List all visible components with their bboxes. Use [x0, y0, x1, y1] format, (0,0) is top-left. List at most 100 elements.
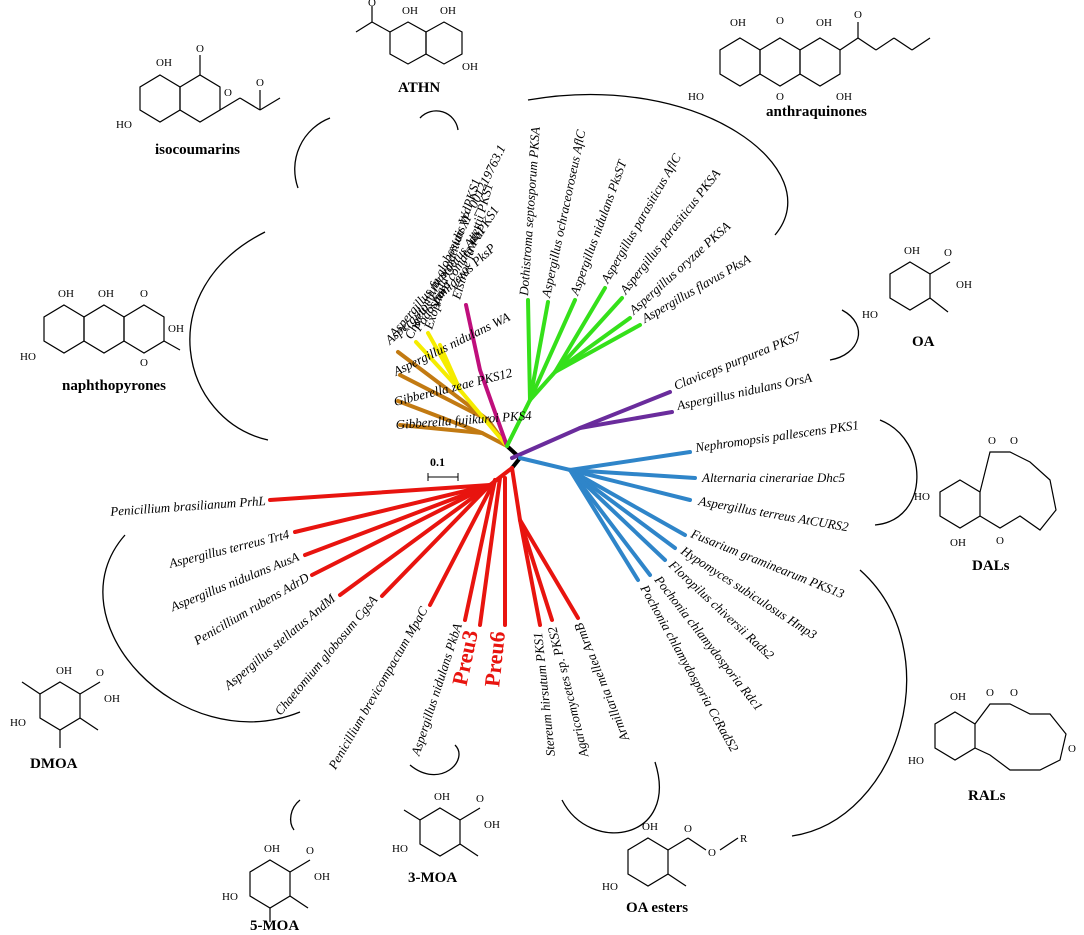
isocoumarins-o2: O: [224, 87, 232, 99]
structure-5moa: OH O OH HO 5-MOA: [222, 843, 330, 934]
dals-oh: OH: [950, 537, 966, 549]
branch-cg-cgsa: [380, 483, 492, 598]
bracket-3moa: [409, 744, 460, 776]
oa-o: O: [944, 247, 952, 259]
3moa-oh2: OH: [484, 819, 500, 831]
leaf-at-curs2: Aspergillus terreus AtCURS2: [696, 493, 850, 534]
dmoa-ho: HO: [10, 717, 26, 729]
athn-oh1: OH: [402, 5, 418, 17]
bracket-naphthopyrones: [189, 231, 269, 441]
oa-oh2: OH: [956, 279, 972, 291]
branch-nephromopsis: [518, 450, 692, 473]
group-anthraquinones: anthraquinones: [766, 104, 867, 120]
isocoumarins-oh: OH: [156, 57, 172, 69]
rals-o2: O: [1010, 687, 1018, 699]
branch-chaetomium-xp: [414, 340, 462, 392]
scale-bar-label: 0.1: [430, 455, 445, 469]
anthraquinones-o2: O: [776, 91, 784, 103]
structure-rals: OH O O O HO RALs: [908, 687, 1076, 804]
oa-oh1: OH: [904, 245, 920, 257]
naphthopyrones-oh2: OH: [98, 288, 114, 300]
group-rals: RALs: [968, 788, 1006, 804]
branch-an-orsa: [578, 410, 674, 430]
bracket-oa-esters: [561, 761, 660, 834]
branch-pc-rdc1: [568, 468, 652, 577]
dals-ho: HO: [914, 491, 930, 503]
branch-preu3: [478, 476, 502, 627]
leaf-labels: Elsinoe fawcettii PKS1 Exophiala rmatiti…: [109, 126, 860, 772]
branch-an-pksst: [528, 298, 577, 402]
group-naphthopyrones: naphthopyrones: [62, 378, 166, 394]
branch-elsinoe: [464, 303, 509, 448]
structure-naphthopyrones: OH OH O OH O HO naphthopyrones: [20, 288, 184, 394]
branch-an-pkba: [463, 478, 497, 622]
structure-isocoumarins: OH O O O HO isocoumarins: [116, 43, 281, 158]
structure-anthraquinones: O O OH OH O HO OH anthraquinones: [688, 9, 931, 120]
oa-esters-oh: OH: [642, 821, 658, 833]
scale-bar: 0.1: [427, 455, 459, 481]
rals-o3: O: [1068, 743, 1076, 755]
branch-an-wa: [398, 373, 490, 422]
structure-oa: OH O OH HO OA: [862, 245, 972, 350]
branch-gf-pks4: [398, 423, 484, 435]
group-oa: OA: [912, 334, 935, 350]
group-3moa: 3-MOA: [408, 870, 457, 886]
leaf-preu6: Preu6: [479, 630, 510, 688]
bracket-dals: [874, 419, 918, 526]
branch-at-curs2: [568, 468, 692, 502]
clade-brackets: [102, 93, 918, 837]
structure-3moa: OH O OH HO 3-MOA: [392, 791, 500, 886]
isocoumarins-ho: HO: [116, 119, 132, 131]
leaf-dothistroma: Dothistroma septosporum PKSA: [516, 126, 543, 297]
branch-pr-adrd: [310, 483, 492, 577]
dals-o2: O: [1010, 435, 1018, 447]
anthraquinones-oh2: OH: [816, 17, 832, 29]
5moa-oh2: OH: [314, 871, 330, 883]
5moa-ho: HO: [222, 891, 238, 903]
structure-athn: OH OH OH O ATHN: [355, 0, 478, 96]
dmoa-o: O: [96, 667, 104, 679]
bracket-oa: [829, 309, 860, 361]
group-dmoa: DMOA: [30, 756, 78, 772]
branch-agaricomycetes: [518, 518, 554, 622]
branch-alternaria: [568, 468, 697, 480]
bracket-isocoumarins: [294, 117, 331, 189]
athn-o: O: [368, 0, 376, 9]
group-isocoumarins: isocoumarins: [155, 142, 240, 158]
branch-floropilus: [568, 468, 667, 562]
branch-pbr-mpac: [428, 478, 497, 607]
leaf-alternaria: Alternaria cinerariae Dhc5: [701, 470, 845, 485]
3moa-oh1: OH: [434, 791, 450, 803]
3moa-o: O: [476, 793, 484, 805]
branch-pc-cerads2: [568, 468, 640, 582]
anthraquinones-oh3: OH: [836, 91, 852, 103]
athn-oh3: OH: [462, 61, 478, 73]
branch-fusarium: [568, 468, 687, 537]
isocoumarins-o3: O: [256, 77, 264, 89]
bracket-athn: [419, 110, 459, 131]
branch-hypomyces: [568, 468, 677, 550]
structure-dmoa: OH O OH HO DMOA: [10, 665, 120, 772]
anthraquinones-oh1: OH: [730, 17, 746, 29]
branch-afl-pksa: [553, 323, 642, 374]
oa-esters-r: R: [740, 833, 748, 845]
dals-o3: O: [996, 535, 1004, 547]
branch-armillaria: [518, 518, 580, 620]
branch-ao-aflc: [528, 300, 550, 402]
structure-oa-esters: OH O O R HO OA esters: [602, 821, 748, 916]
group-5moa: 5-MOA: [250, 918, 299, 934]
dals-o1: O: [988, 435, 996, 447]
5moa-oh1: OH: [264, 843, 280, 855]
naphthopyrones-o1: O: [140, 288, 148, 300]
naphthopyrones-o2: O: [140, 357, 148, 369]
branch-as-andm: [338, 483, 492, 597]
bracket-rals: [791, 569, 908, 837]
oa-esters-ho: HO: [602, 881, 618, 893]
5moa-o: O: [306, 845, 314, 857]
leaf-nephromopsis: Nephromopsis pallescens PKS1: [693, 417, 859, 455]
rals-ho: HO: [908, 755, 924, 767]
leaf-pb-prhl: Penicillium brasilianum PrhL: [109, 493, 266, 519]
dmoa-oh1: OH: [56, 665, 72, 677]
leaf-as-andm: Aspergillus stellatus AndM: [220, 590, 339, 693]
